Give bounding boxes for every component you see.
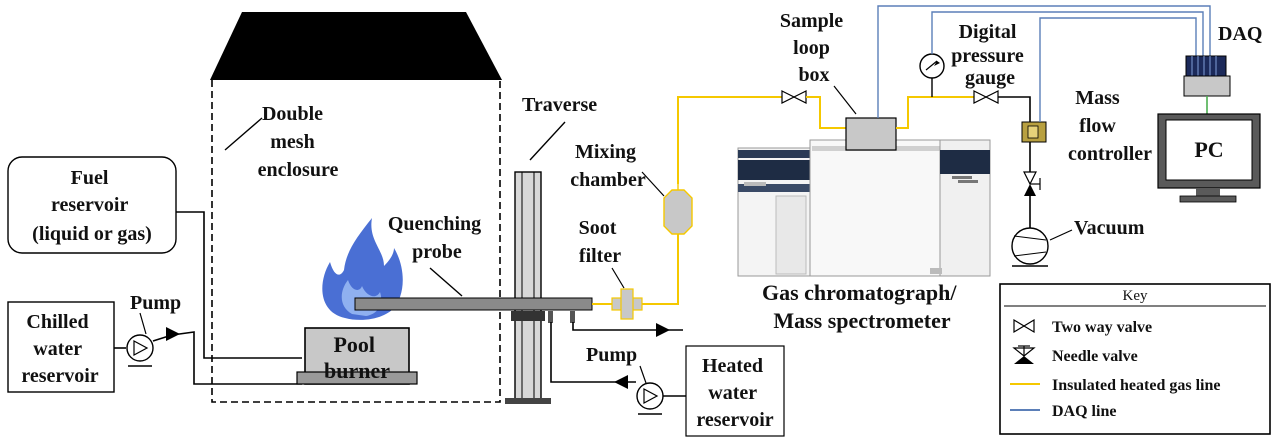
sample-loop-box [845, 117, 897, 151]
key-item-label: Needle valve [1052, 348, 1138, 365]
pump-right-label: Pump [586, 344, 637, 366]
fuel-line [176, 211, 302, 359]
chilled-water-label: Chilled water reservoir [21, 311, 98, 387]
gc-ms-label: Gas chromatograph/ Mass spectrometer [762, 280, 962, 333]
vacuum-label: Vacuum [1074, 217, 1145, 239]
daq-lines [877, 5, 1211, 122]
pump-left-label: Pump [130, 292, 181, 314]
heated-water-reservoir [685, 345, 785, 437]
enclosure-leader-line [224, 117, 263, 151]
daq-label: DAQ [1218, 23, 1262, 45]
two-way-valve-icon [781, 90, 807, 104]
double-mesh-enclosure [210, 12, 502, 403]
heated-water-label: Heated water reservoir [696, 355, 773, 431]
gc-ms-instrument [737, 139, 991, 277]
quenching-probe [354, 297, 593, 311]
flow-arrow-icon [166, 327, 180, 341]
gas-line-loop-valve [896, 96, 974, 129]
fuel-reservoir-label: Fuel reservoir (liquid or gas) [32, 167, 152, 245]
chilled-water-line [152, 331, 302, 385]
key-title: Key [1123, 288, 1148, 304]
chilled-water-reservoir [7, 301, 115, 393]
sample-loop-box-label: Sample loop box [780, 10, 848, 86]
key-item-label: Two way valve [1052, 319, 1152, 336]
traverse [505, 171, 551, 404]
soot-filter [611, 288, 643, 320]
digital-pressure-gauge [919, 53, 945, 79]
needle-valve-icon [1023, 171, 1041, 196]
quenching-probe-label: Quenching probe [388, 213, 486, 263]
heated-water-supply-line [572, 322, 683, 331]
two-way-valve-icon [973, 90, 999, 104]
flow-arrow-icon [614, 375, 628, 389]
key-item-label: DAQ line [1052, 403, 1116, 420]
pressure-gauge-label: Digital pressure gauge [951, 21, 1029, 89]
enclosure-label: Double mesh enclosure [258, 103, 339, 181]
pc-label: PC [1194, 137, 1223, 162]
heated-water-return-line [550, 322, 636, 383]
gas-line-valve-loop [806, 96, 846, 129]
key-box [999, 283, 1271, 435]
pool-burner [296, 327, 418, 385]
gas-line-mixer-valve [677, 96, 782, 184]
mixing-chamber-label: Mixing chamber [570, 141, 646, 191]
pc-monitor [1157, 113, 1261, 203]
mfc-label: Mass flow controller [1068, 87, 1152, 165]
traverse-label: Traverse [522, 94, 597, 116]
vacuum-pump [1011, 227, 1049, 267]
line-valve-mfc [998, 96, 1031, 122]
needle-valve-icon [1012, 345, 1036, 364]
two-way-valve-icon [1013, 318, 1035, 334]
mixing-chamber [663, 184, 693, 235]
soot-filter-label: Soot filter [579, 217, 622, 267]
gas-line-filter-mixer [642, 232, 679, 305]
pump-left [126, 334, 154, 367]
fuel-reservoir [7, 156, 177, 254]
pool-burner-label: Pool burner [324, 332, 390, 383]
pump-right [636, 382, 664, 415]
flow-arrow-icon [656, 323, 670, 337]
key-item-label: Insulated heated gas line [1052, 377, 1220, 394]
mass-flow-controller [1021, 121, 1047, 143]
daq-device [1183, 55, 1231, 97]
